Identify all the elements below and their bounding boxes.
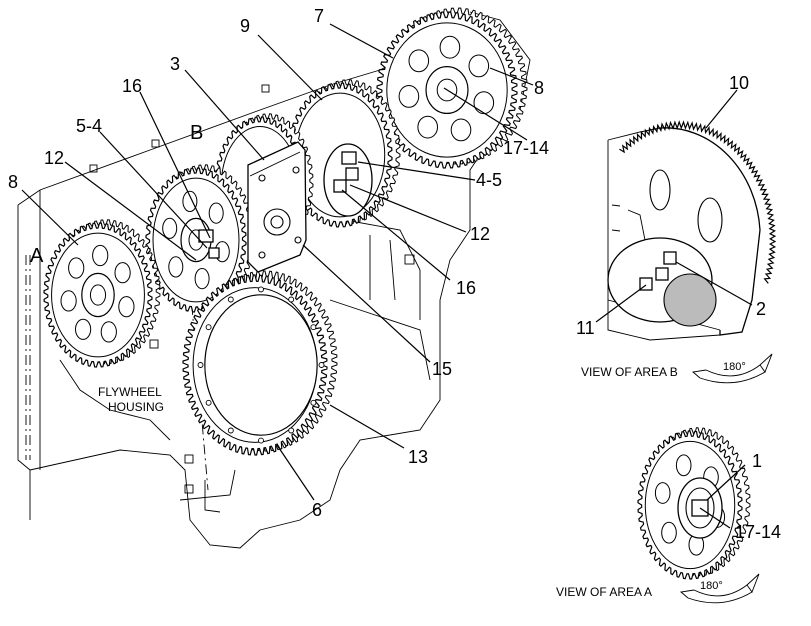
gear-part-6-flywheel-ring-bolt-hole — [310, 399, 317, 406]
flywheel-housing-label-line1: FLYWHEEL — [98, 385, 162, 399]
gear-part-8-left-lightening-hole — [118, 296, 135, 318]
gear-part-6-flywheel-ring-bolt-hole — [318, 362, 325, 368]
view-area-a-inset — [637, 427, 751, 580]
gear-part-5-4-lightening-hole — [208, 202, 224, 224]
callout-10: 10 — [729, 73, 749, 93]
gear-part-6-flywheel-ring-bolt-hole — [205, 399, 212, 406]
view-area-a-caption: VIEW OF AREA A — [556, 585, 652, 599]
view-letter-b: B — [190, 122, 203, 144]
gear-part-7-lightening-hole — [468, 54, 490, 78]
gear-part-7-lightening-hole — [439, 35, 461, 59]
gear-part-6-flywheel-ring-bolt-hole — [288, 296, 295, 303]
gear-part-6-flywheel-ring-bolt-hole — [197, 362, 204, 368]
callout-8-right: 8 — [534, 78, 544, 98]
view-area-b-inset — [607, 120, 777, 341]
gear-part-6-flywheel-ring-bolt-hole — [258, 437, 264, 444]
gear-part-8-left — [43, 219, 161, 368]
gear-part-6-flywheel-ring-bolt-hole — [227, 296, 234, 303]
callout-16-top: 16 — [122, 76, 142, 96]
gear-part-8-left-lightening-hole — [60, 290, 77, 312]
gear-part-1-inset-lightening-hole — [675, 454, 692, 477]
gear-part-8-left-bore — [89, 284, 107, 306]
callout-9: 9 — [240, 16, 250, 36]
callout-11: 11 — [576, 318, 595, 338]
gear-part-7-lightening-hole — [417, 115, 439, 139]
gear-part-1-inset-lightening-hole — [654, 482, 671, 504]
callout-7: 7 — [314, 6, 324, 26]
view-letter-a: A — [30, 245, 44, 267]
callout-5-4: 5-4 — [76, 116, 102, 136]
gear-part-7-root-circle — [386, 22, 508, 158]
gear-part-8-left-root-circle — [51, 232, 145, 358]
callout-17-14-bottom: 17-14 — [735, 522, 781, 542]
flywheel-housing-label-line2: HOUSING — [108, 400, 164, 414]
callout-6: 6 — [312, 500, 322, 520]
rotation-arrow-b — [691, 353, 773, 384]
front-plate-part-3 — [247, 141, 307, 273]
gear-part-7-lightening-hole — [450, 118, 472, 142]
view-area-b-rotation: 180° — [723, 361, 746, 373]
callout-16-right: 16 — [456, 278, 476, 298]
gear-part-10-teeth — [619, 120, 777, 284]
gear-part-8-left-lightening-hole — [114, 262, 131, 284]
gear-part-6-flywheel-ring-bolt-hole — [310, 324, 317, 331]
gear-part-6-flywheel-ring-bolt-hole — [227, 427, 234, 434]
rotation-arrow-a — [679, 573, 760, 604]
view-area-a-rotation: 180° — [700, 580, 723, 592]
gear-part-6-flywheel-ring-bolt-hole — [288, 427, 295, 434]
leader-lines — [21, 23, 753, 529]
gear-part-8-left-lightening-hole — [68, 257, 85, 279]
gear-part-8-left-lightening-hole — [75, 318, 92, 340]
callout-3: 3 — [170, 54, 180, 74]
gear-part-5-4-root-circle — [152, 177, 240, 303]
gear-part-6-flywheel-ring-bolt-hole — [205, 324, 212, 331]
gear-part-5-4-lightening-hole — [162, 217, 178, 239]
callout-13: 13 — [408, 447, 428, 467]
gear-part-6-flywheel-ring-bolt-hole — [258, 286, 264, 293]
gear-part-7-lightening-hole — [398, 85, 420, 108]
view-area-b-caption: VIEW OF AREA B — [581, 365, 678, 379]
callout-labels: 7 9 3 16 5-4 12 8 8 17-14 4-5 12 16 15 1… — [8, 6, 781, 599]
gear-part-8-left-lightening-hole — [92, 244, 109, 267]
gear-part-8-left-lightening-hole — [100, 321, 117, 343]
gear-part-1-inset-root-circle — [644, 440, 736, 570]
gear-part-1-inset-lightening-hole — [661, 521, 677, 544]
gear-part-7-lightening-hole — [473, 91, 495, 115]
callout-12-right: 12 — [470, 224, 490, 244]
callout-8-left: 8 — [8, 172, 18, 192]
callout-12-left: 12 — [44, 148, 64, 168]
callout-15: 15 — [432, 359, 452, 379]
gear-part-7-lightening-hole — [408, 49, 430, 73]
callout-4-5: 4-5 — [476, 170, 502, 190]
gear-part-5-4-lightening-hole — [182, 190, 198, 212]
gear-part-6-flywheel-ring — [182, 270, 338, 456]
gear-part-5-4-lightening-hole — [194, 268, 210, 290]
gear-part-5-4-lightening-hole — [168, 256, 184, 278]
callout-1: 1 — [752, 451, 762, 471]
callout-2: 2 — [756, 299, 766, 319]
callout-17-14-top: 17-14 — [503, 138, 549, 158]
gear-part-6-flywheel-ring-inner-ring — [204, 294, 318, 436]
